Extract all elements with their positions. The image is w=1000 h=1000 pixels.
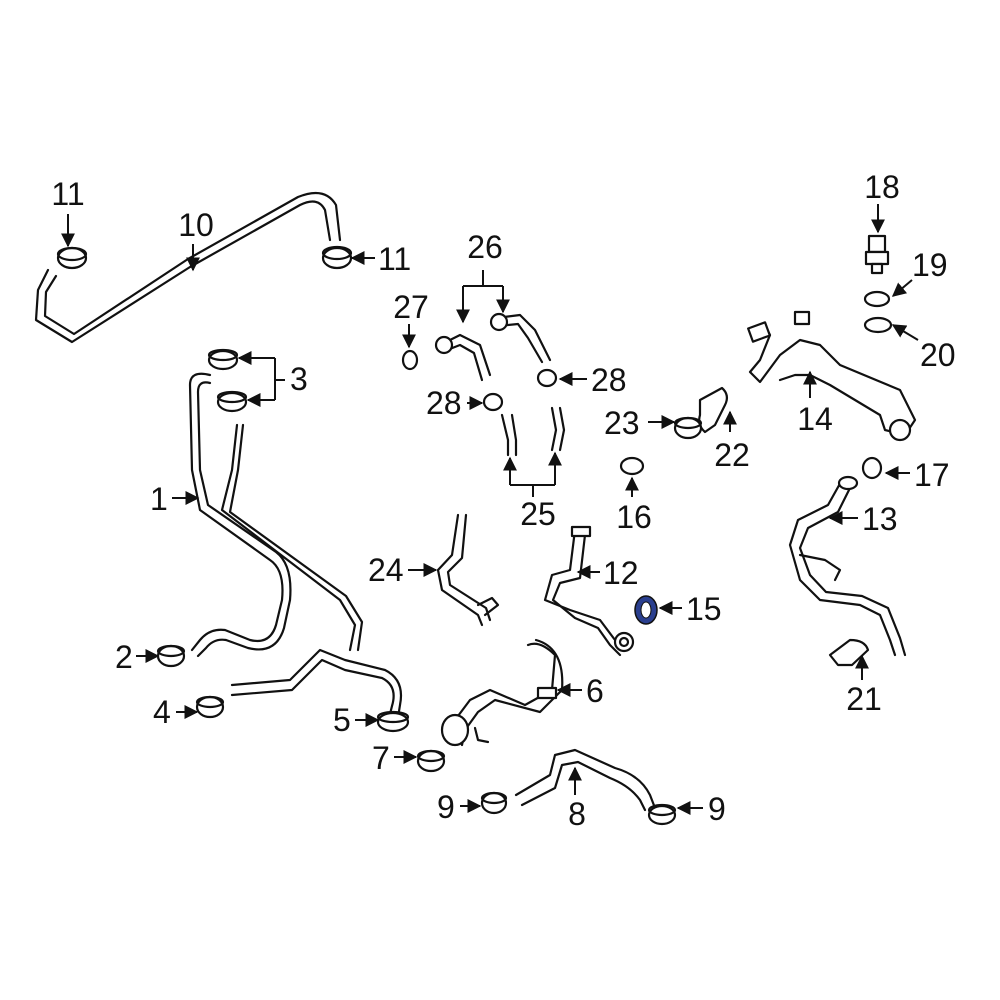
part-2-clamp[interactable] bbox=[156, 644, 186, 668]
callout-9-right[interactable]: 9 bbox=[708, 791, 726, 827]
part-25-hose-a[interactable] bbox=[500, 413, 518, 457]
part-7-clamp[interactable] bbox=[416, 749, 446, 773]
part-12-pipe[interactable] bbox=[543, 525, 635, 657]
callout-14[interactable]: 14 bbox=[797, 401, 833, 437]
leader-20 bbox=[891, 324, 919, 341]
callout-9-left[interactable]: 9 bbox=[437, 789, 455, 825]
leader-19 bbox=[891, 279, 913, 297]
part-26-hose-a[interactable] bbox=[434, 333, 492, 382]
part-20-clip[interactable] bbox=[863, 316, 893, 334]
callout-3[interactable]: 3 bbox=[290, 361, 308, 397]
part-19-o-ring[interactable] bbox=[863, 290, 891, 308]
callout-28-right[interactable]: 28 bbox=[591, 362, 627, 398]
callout-26[interactable]: 26 bbox=[467, 229, 503, 265]
part-13-hose[interactable] bbox=[788, 475, 907, 657]
callout-20[interactable]: 20 bbox=[920, 337, 956, 373]
part-14-coolant-flange[interactable] bbox=[747, 310, 917, 442]
callout-15[interactable]: 15 bbox=[686, 591, 722, 627]
part-9-clamp-right[interactable] bbox=[647, 803, 677, 826]
callout-21[interactable]: 21 bbox=[846, 681, 882, 717]
part-27-o-ring[interactable] bbox=[401, 349, 419, 371]
part-28-cap-a[interactable] bbox=[482, 392, 504, 412]
part-3-clamp-b[interactable] bbox=[216, 390, 248, 413]
part-5-clamp[interactable] bbox=[376, 710, 410, 733]
callout-27[interactable]: 27 bbox=[393, 289, 429, 325]
part-1-hose-assembly[interactable] bbox=[188, 372, 403, 732]
part-28-cap-b[interactable] bbox=[536, 368, 558, 388]
part-22-hose[interactable] bbox=[698, 386, 729, 434]
callout-1[interactable]: 1 bbox=[150, 481, 168, 517]
callout-24[interactable]: 24 bbox=[368, 552, 404, 588]
callout-6[interactable]: 6 bbox=[586, 673, 604, 709]
part-8-hose[interactable] bbox=[514, 748, 657, 812]
part-18-sensor[interactable] bbox=[864, 234, 890, 275]
part-11-clamp-right[interactable] bbox=[321, 245, 353, 270]
callout-18[interactable]: 18 bbox=[864, 169, 900, 205]
part-16-gasket[interactable] bbox=[619, 456, 645, 476]
part-10-coolant-pipe[interactable] bbox=[34, 191, 342, 344]
callout-11-left[interactable]: 11 bbox=[51, 176, 84, 212]
part-4-clamp[interactable] bbox=[195, 695, 225, 719]
callout-28-left[interactable]: 28 bbox=[426, 385, 462, 421]
callout-10[interactable]: 10 bbox=[178, 207, 214, 243]
part-9-clamp-left[interactable] bbox=[480, 791, 508, 815]
callout-16[interactable]: 16 bbox=[616, 499, 652, 535]
part-25-hose-b[interactable] bbox=[550, 406, 566, 452]
callout-2[interactable]: 2 bbox=[115, 639, 133, 675]
part-24-pipe[interactable] bbox=[436, 513, 500, 627]
callout-5[interactable]: 5 bbox=[333, 702, 351, 738]
callout-8[interactable]: 8 bbox=[568, 796, 586, 832]
part-6-hose[interactable] bbox=[440, 638, 564, 747]
part-15-seal-highlighted[interactable] bbox=[634, 595, 658, 625]
callout-11-right[interactable]: 11 bbox=[378, 241, 411, 277]
callout-17[interactable]: 17 bbox=[914, 457, 950, 493]
callout-12[interactable]: 12 bbox=[603, 555, 639, 591]
part-26-hose-b[interactable] bbox=[489, 312, 552, 364]
part-11-clamp-left[interactable] bbox=[56, 246, 88, 270]
callout-13[interactable]: 13 bbox=[862, 501, 898, 537]
callout-22[interactable]: 22 bbox=[714, 437, 750, 473]
part-17-o-ring[interactable] bbox=[861, 456, 883, 480]
callout-7[interactable]: 7 bbox=[372, 740, 390, 776]
callout-23[interactable]: 23 bbox=[604, 405, 640, 441]
callout-25[interactable]: 25 bbox=[520, 496, 556, 532]
part-23-clamp[interactable] bbox=[673, 416, 703, 440]
callout-19[interactable]: 19 bbox=[912, 247, 948, 283]
part-3-clamp-a[interactable] bbox=[207, 348, 239, 371]
callout-4[interactable]: 4 bbox=[153, 694, 171, 730]
